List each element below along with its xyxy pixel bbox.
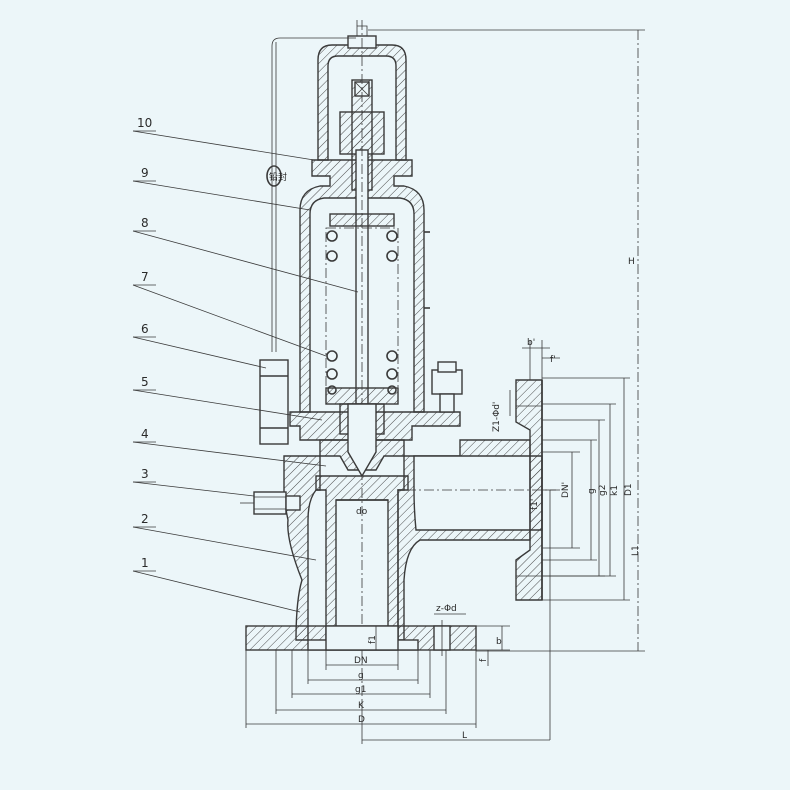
dim-b: b xyxy=(496,637,502,647)
dim-z1-d: Z1-Φd' xyxy=(492,402,502,432)
dim-f1: f1 xyxy=(368,635,378,644)
bonnet xyxy=(299,159,430,413)
dim-z-d: z-Φd xyxy=(436,604,457,614)
dim-k: K xyxy=(358,701,365,711)
dim-h: H xyxy=(628,257,635,267)
spring-seats xyxy=(325,213,399,405)
valve-stem xyxy=(339,20,385,700)
part-label-1: 1 xyxy=(141,556,149,570)
dim-dn-prime: DN' xyxy=(561,482,571,498)
leader-lines xyxy=(132,130,359,613)
dim-d: D xyxy=(358,715,365,725)
valve-disc xyxy=(319,403,405,478)
seal-wire xyxy=(266,37,356,352)
inlet-dimensions: z-Φd f1 b f do xyxy=(356,507,510,666)
dim-f1-prime: f1' xyxy=(530,499,540,510)
part-label-3: 3 xyxy=(141,467,149,481)
part-label-10: 10 xyxy=(137,116,152,130)
dim-g: g xyxy=(587,488,597,494)
dim-l: L xyxy=(462,731,467,741)
spring xyxy=(325,227,399,395)
part-label-9: 9 xyxy=(141,166,149,180)
dim-f: f xyxy=(479,658,489,662)
dim-f-prime: f' xyxy=(550,355,556,365)
dim-dn: DN xyxy=(354,656,368,666)
part-label-4: 4 xyxy=(141,427,149,441)
part-label-7: 7 xyxy=(141,270,149,284)
part-label-6: 6 xyxy=(141,322,149,336)
part-label-5: 5 xyxy=(141,375,149,389)
dim-k1: k1 xyxy=(610,485,620,496)
drain-plug xyxy=(240,491,301,515)
dim-g1: g1 xyxy=(355,685,366,695)
dim-g2: g2 xyxy=(598,485,608,496)
dim-do: do xyxy=(356,507,368,517)
bottom-dimensions: DN g g1 K D L xyxy=(245,650,550,744)
dim-l1: L1 xyxy=(631,545,641,556)
inlet-flange xyxy=(245,620,477,656)
part-label-8: 8 xyxy=(141,216,149,230)
seal-mark: 铅封 xyxy=(269,171,287,183)
bonnet-flange xyxy=(259,359,463,445)
outlet-dimensions: b' f' Z1-Φd' DN' g g2 k1 D1 f1' L1 xyxy=(492,338,641,740)
part-label-2: 2 xyxy=(141,512,149,526)
dim-d1: D1 xyxy=(624,483,634,496)
dim-b-prime: b' xyxy=(527,338,535,348)
height-dimension: H xyxy=(368,29,645,652)
dim-g-bottom: g xyxy=(358,671,364,681)
part-labels: 10 9 8 7 6 5 4 3 2 1 xyxy=(137,116,152,570)
